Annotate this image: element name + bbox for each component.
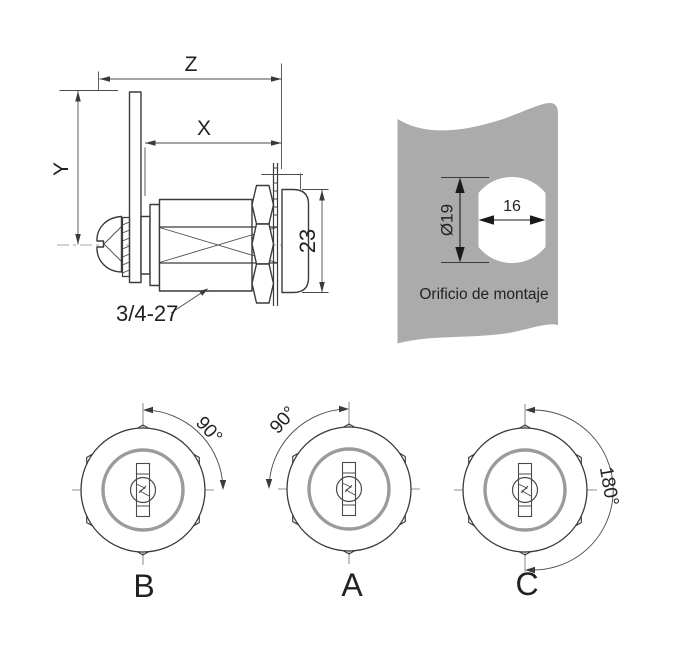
dim-x-label: X xyxy=(197,117,211,140)
rotation-arc-c xyxy=(529,409,614,571)
washer-serrations xyxy=(122,221,130,274)
hex-nut-facet-top xyxy=(251,184,275,225)
serrated-washer xyxy=(121,216,131,278)
dim-y-label: Y xyxy=(50,162,73,176)
bezel-circle-b xyxy=(80,427,206,553)
collar xyxy=(149,203,161,287)
hex-nut-outline-b xyxy=(86,424,200,556)
thread-leader-line xyxy=(170,289,207,314)
arc-arrow-a-end xyxy=(265,479,273,489)
dim-23-label: 23 xyxy=(295,229,320,253)
rotation-label-b: 90° xyxy=(191,413,226,448)
dim-16-label: 16 xyxy=(503,198,521,215)
hex-nut-outline-c xyxy=(468,424,582,556)
dim-x-arrow-right xyxy=(271,140,282,146)
arc-arrow-b-end xyxy=(219,480,227,490)
rotation-arc-a xyxy=(269,408,345,480)
face-washer xyxy=(272,163,279,306)
arc-arrow-b-top xyxy=(143,406,153,414)
plug-ring-c xyxy=(483,448,567,532)
face-reference-ticks xyxy=(261,173,303,190)
face-washer-ticks xyxy=(273,167,278,216)
side-view: Z X Y 23 3/4-27 xyxy=(50,53,329,326)
key-bitting-c xyxy=(517,483,532,497)
front-view-c: 180° C xyxy=(454,404,622,602)
dim-z-extensions xyxy=(59,63,282,169)
bezel-circle-a xyxy=(286,426,412,552)
core-circle-b xyxy=(129,476,157,504)
arc-arrow-c-bottom xyxy=(525,566,535,574)
dim-x-arrow-left xyxy=(145,140,156,146)
front-view-b: 90° B xyxy=(72,403,227,604)
mounting-panel: Ø19 16 Orificio de montaje xyxy=(397,103,558,344)
view-letter-c: C xyxy=(515,566,538,602)
threaded-body xyxy=(158,198,253,292)
hex-nut-outline-a xyxy=(292,423,406,555)
key-bitting-a xyxy=(341,482,356,496)
dim-z-arrow-left xyxy=(99,76,110,82)
dim-23-arrow-top xyxy=(319,190,325,201)
hex-nut-facet-bottom xyxy=(251,263,275,304)
panel-plate xyxy=(397,103,558,344)
thread-label: 3/4-27 xyxy=(116,301,178,326)
dim-y-arrow-bottom xyxy=(75,234,81,245)
spacer xyxy=(140,215,151,275)
cam-bar xyxy=(128,91,142,284)
dim-23-arrow-bottom xyxy=(319,282,325,293)
rotation-label-a: 90° xyxy=(266,403,301,438)
keyway-c xyxy=(517,462,533,518)
rotation-label-c: 180° xyxy=(595,465,623,507)
view-letter-b: B xyxy=(133,568,154,604)
dim-z-label: Z xyxy=(185,53,198,76)
rotation-arc-b xyxy=(147,409,223,481)
front-view-a: 90° A xyxy=(265,402,420,603)
dim-d19-arrow-top xyxy=(455,177,465,193)
key-bitting-b xyxy=(135,483,150,497)
dim-16-arrow-right xyxy=(530,215,546,225)
screw-slot-lines xyxy=(103,226,122,262)
bezel-head xyxy=(281,188,310,294)
dim-16-arrow-left xyxy=(478,215,494,225)
dim-z-arrow-right xyxy=(271,76,282,82)
dim-d19-label: Ø19 xyxy=(437,204,456,236)
bezel-circle-c xyxy=(462,427,588,553)
thread-leader-arrow xyxy=(199,288,209,296)
plug-ring-a xyxy=(307,447,391,531)
core-circle-a xyxy=(335,475,363,503)
core-circle-c xyxy=(511,476,539,504)
view-letter-a: A xyxy=(341,567,363,603)
arc-arrow-c-top xyxy=(525,406,535,414)
screw-head xyxy=(96,215,123,273)
dim-23-lines xyxy=(302,189,329,293)
arc-arrow-a-top xyxy=(339,405,349,413)
keyway-ticks-c xyxy=(518,473,532,507)
dim-d19-extensions xyxy=(441,177,489,263)
keyway-ticks-b xyxy=(136,473,150,507)
plug-ring-b xyxy=(101,448,185,532)
dim-y-arrow-top xyxy=(75,91,81,102)
hex-nut-facet-mid xyxy=(251,223,275,265)
keyway-ticks-a xyxy=(342,472,356,506)
dim-d19-arrow-bottom xyxy=(455,247,465,263)
keyway-b xyxy=(135,462,151,518)
panel-caption: Orificio de montaje xyxy=(419,286,548,303)
keyway-a xyxy=(341,461,357,517)
